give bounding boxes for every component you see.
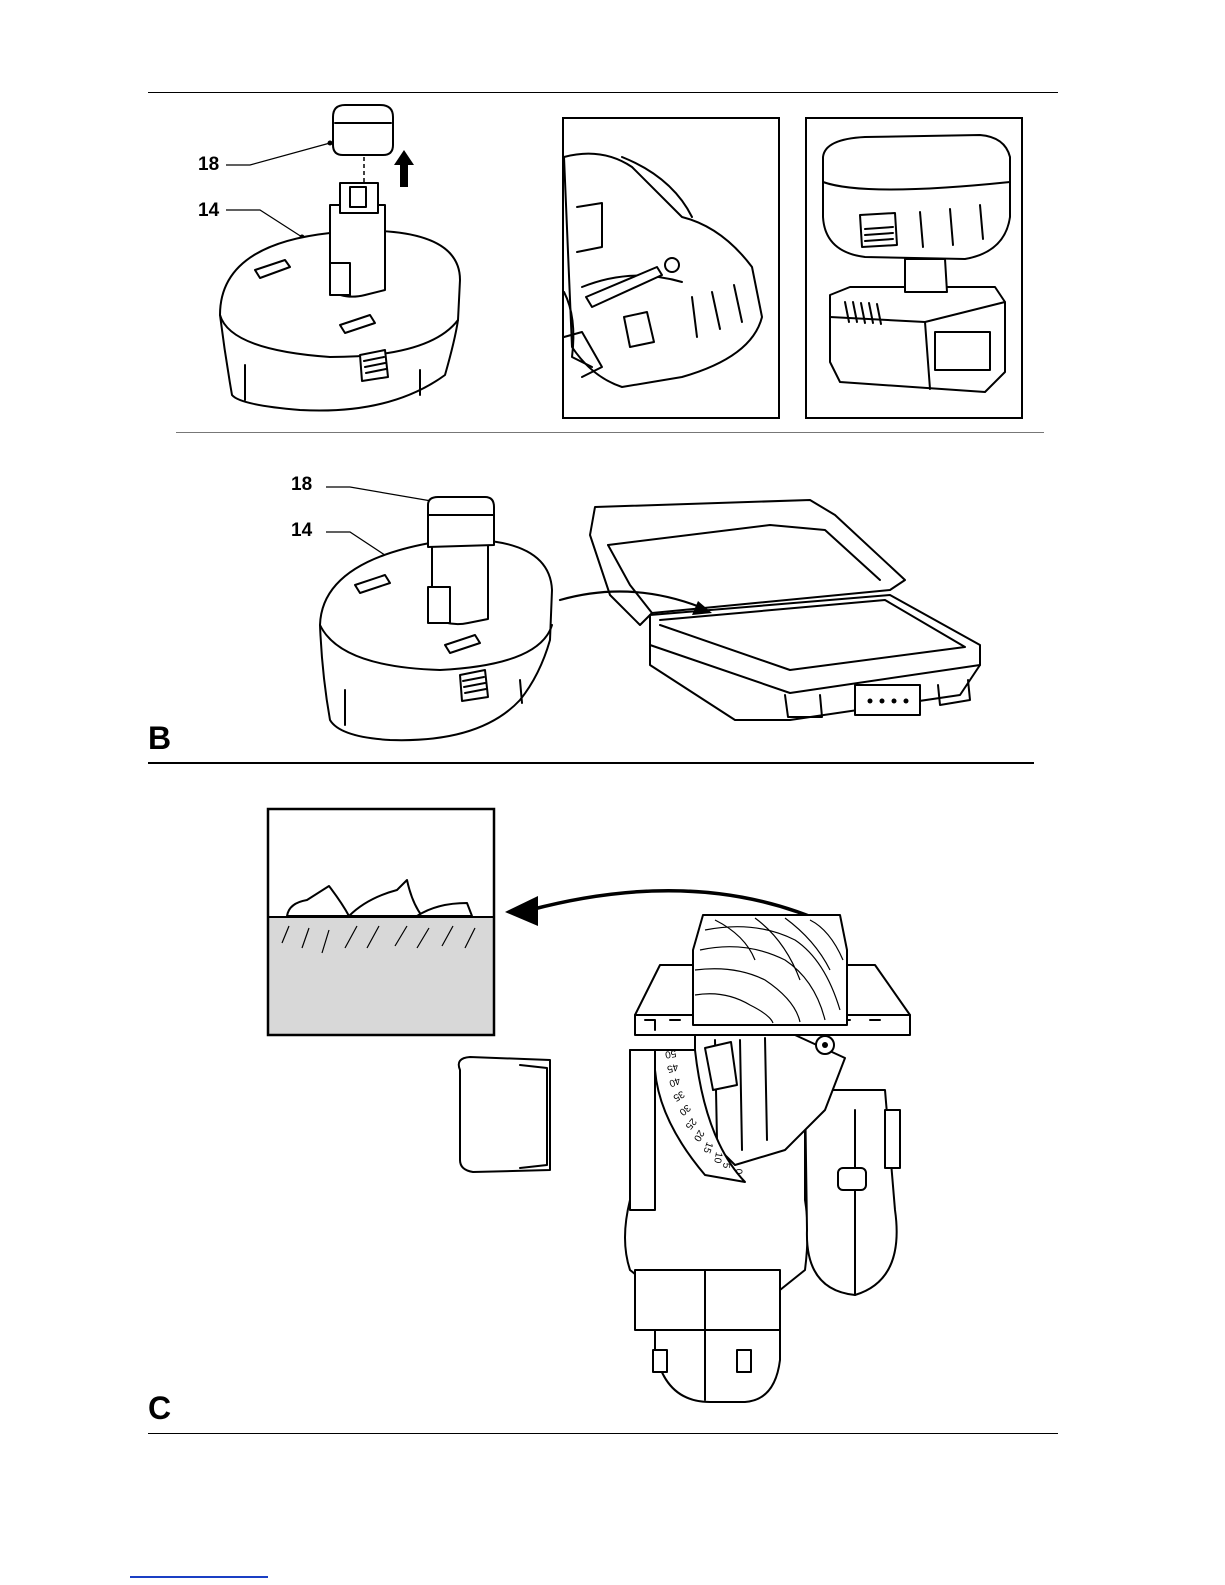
bevel-mark-45: 45 — [666, 1061, 680, 1075]
battery-cap-removal-illustration — [190, 95, 490, 425]
top-rule — [148, 92, 1058, 93]
saw-battery-insert-panel — [562, 117, 780, 419]
figure-label-b: B — [148, 722, 171, 754]
bevel-mark-35: 35 — [671, 1088, 686, 1103]
footer-link-underline[interactable] — [130, 1576, 268, 1578]
bottom-rule — [148, 1433, 1058, 1434]
storage-case-illustration — [560, 495, 1000, 735]
figure-label-c: C — [148, 1392, 171, 1424]
divider-rule-a — [176, 432, 1044, 433]
battery-charger-panel — [805, 117, 1023, 419]
battery-with-cap-illustration — [300, 475, 580, 745]
bevel-mark-0: 0 — [732, 1169, 743, 1175]
divider-rule-b — [148, 762, 1034, 764]
bevel-mark-5: 5 — [720, 1162, 731, 1169]
bevel-mark-50: 50 — [664, 1047, 677, 1060]
bevel-scale-numbers: 50 45 40 35 30 25 20 15 10 5 0 — [657, 1048, 757, 1188]
bevel-mark-40: 40 — [667, 1074, 681, 1088]
